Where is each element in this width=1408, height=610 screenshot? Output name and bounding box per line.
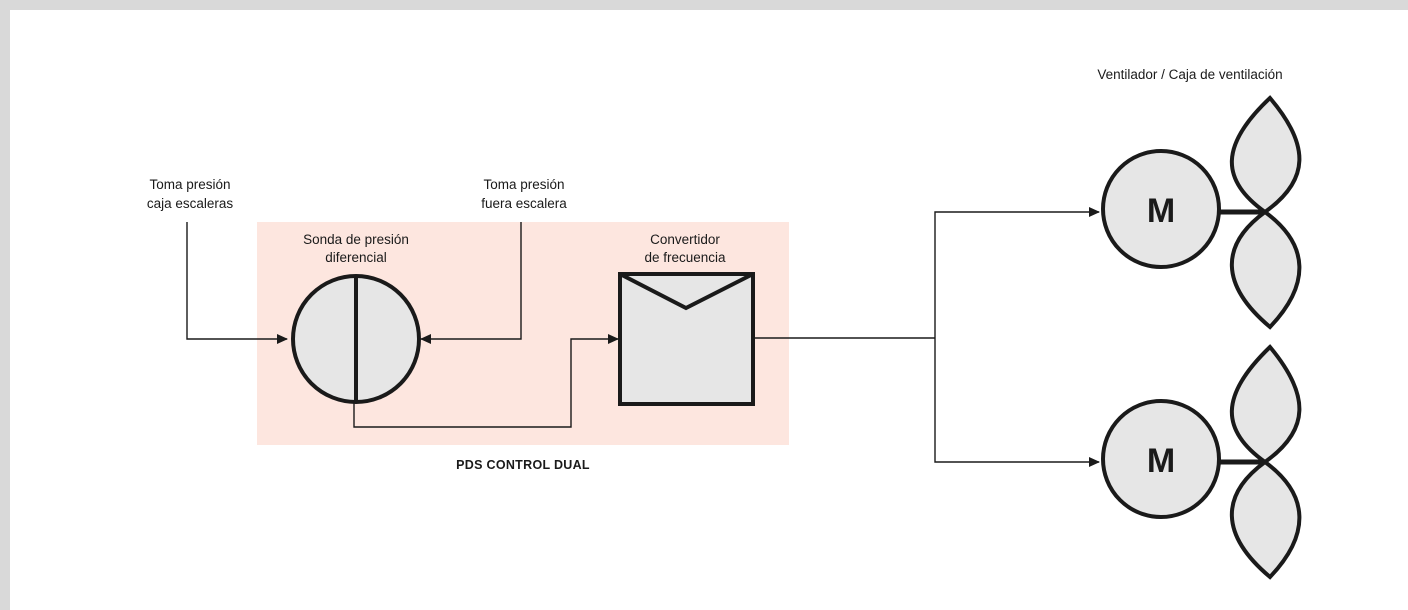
fan-unit-2: M bbox=[1101, 344, 1302, 580]
fan-title: Ventilador / Caja de ventilación bbox=[1097, 67, 1282, 82]
fan-blade-bottom-icon bbox=[1229, 209, 1302, 330]
fan-feed-line-2 bbox=[934, 338, 1100, 467]
staircase-tap-line bbox=[186, 222, 288, 344]
converter-label-1: Convertidor bbox=[650, 232, 720, 247]
motor-icon bbox=[1101, 399, 1221, 519]
tap-staircase-label-2: caja escaleras bbox=[147, 196, 234, 211]
control-box-label: PDS CONTROL DUAL bbox=[456, 458, 590, 472]
fan-blade-top-icon bbox=[1229, 344, 1302, 465]
tap-staircase-label-1: Toma presión bbox=[149, 177, 230, 192]
tap-outside-label-2: fuera escalera bbox=[481, 196, 567, 211]
frequency-converter bbox=[618, 272, 755, 406]
sensor-label-2: diferencial bbox=[325, 250, 387, 265]
converter-label-2: de frecuencia bbox=[644, 250, 726, 265]
fan-feed-line-1 bbox=[934, 207, 1100, 338]
fan-blade-top-icon bbox=[1229, 95, 1302, 215]
sensor-label-1: Sonda de presión bbox=[303, 232, 409, 247]
tap-outside-label-1: Toma presión bbox=[483, 177, 564, 192]
motor-letter: M bbox=[1147, 442, 1175, 480]
fan-unit-1: M bbox=[1101, 95, 1302, 330]
pressure-sensor bbox=[291, 274, 421, 404]
sensor-to-converter-line bbox=[353, 334, 619, 428]
motor-letter: M bbox=[1147, 192, 1175, 230]
outside-tap-line bbox=[420, 222, 522, 344]
fan-blade-bottom-icon bbox=[1229, 459, 1302, 580]
motor-icon bbox=[1101, 149, 1221, 269]
